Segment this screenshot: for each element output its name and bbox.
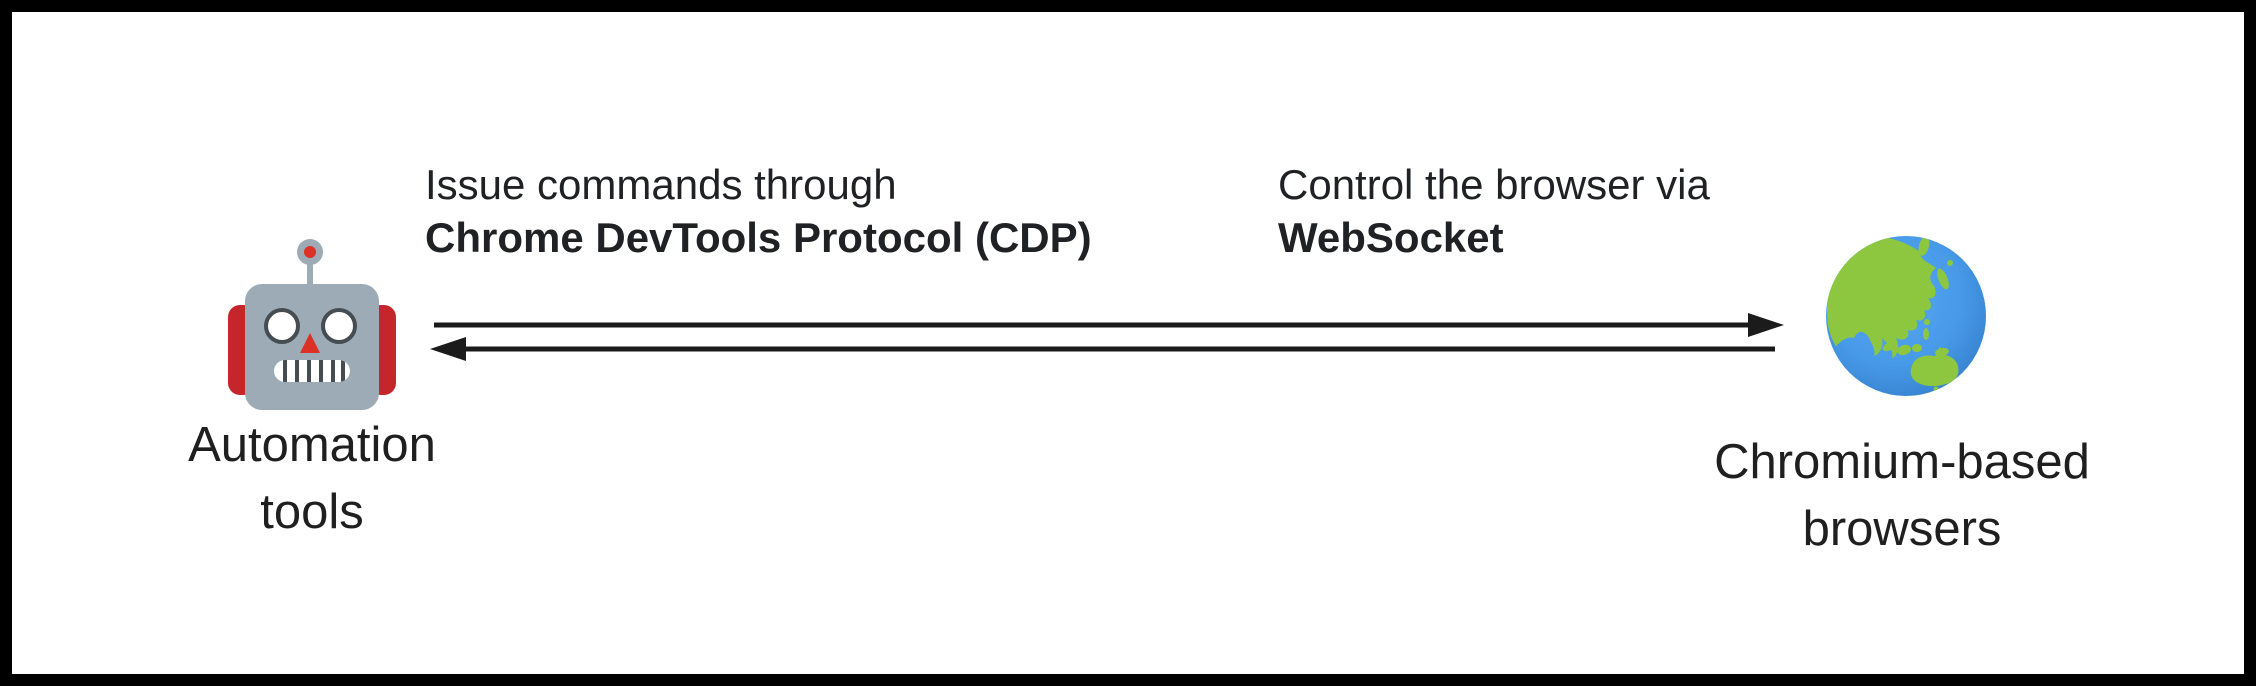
- caption-cdp-line1: Issue commands through: [425, 161, 897, 208]
- caption-websocket-line1: Control the browser via: [1278, 161, 1710, 208]
- label-automation-tools: Automation tools: [87, 412, 537, 546]
- label-chromium-browsers-line2: browsers: [1802, 502, 2002, 556]
- globe-asia-australia-icon: [1826, 236, 1986, 396]
- caption-websocket-line2: WebSocket: [1278, 214, 1504, 261]
- label-chromium-browsers-line1: Chromium-based: [1714, 435, 2090, 489]
- label-chromium-browsers: Chromium-based browsers: [1642, 429, 2162, 563]
- label-automation-tools-line2: tools: [260, 485, 364, 539]
- arrow-left-icon: [430, 337, 1775, 361]
- caption-websocket: Control the browser via WebSocket: [1278, 158, 1710, 264]
- caption-cdp-line2: Chrome DevTools Protocol (CDP): [425, 214, 1092, 261]
- bidirectional-arrows: [430, 313, 1784, 361]
- label-automation-tools-line1: Automation: [188, 418, 436, 472]
- caption-cdp: Issue commands through Chrome DevTools P…: [425, 158, 1092, 264]
- robot-icon: [228, 239, 396, 410]
- arrow-right-icon: [434, 313, 1784, 337]
